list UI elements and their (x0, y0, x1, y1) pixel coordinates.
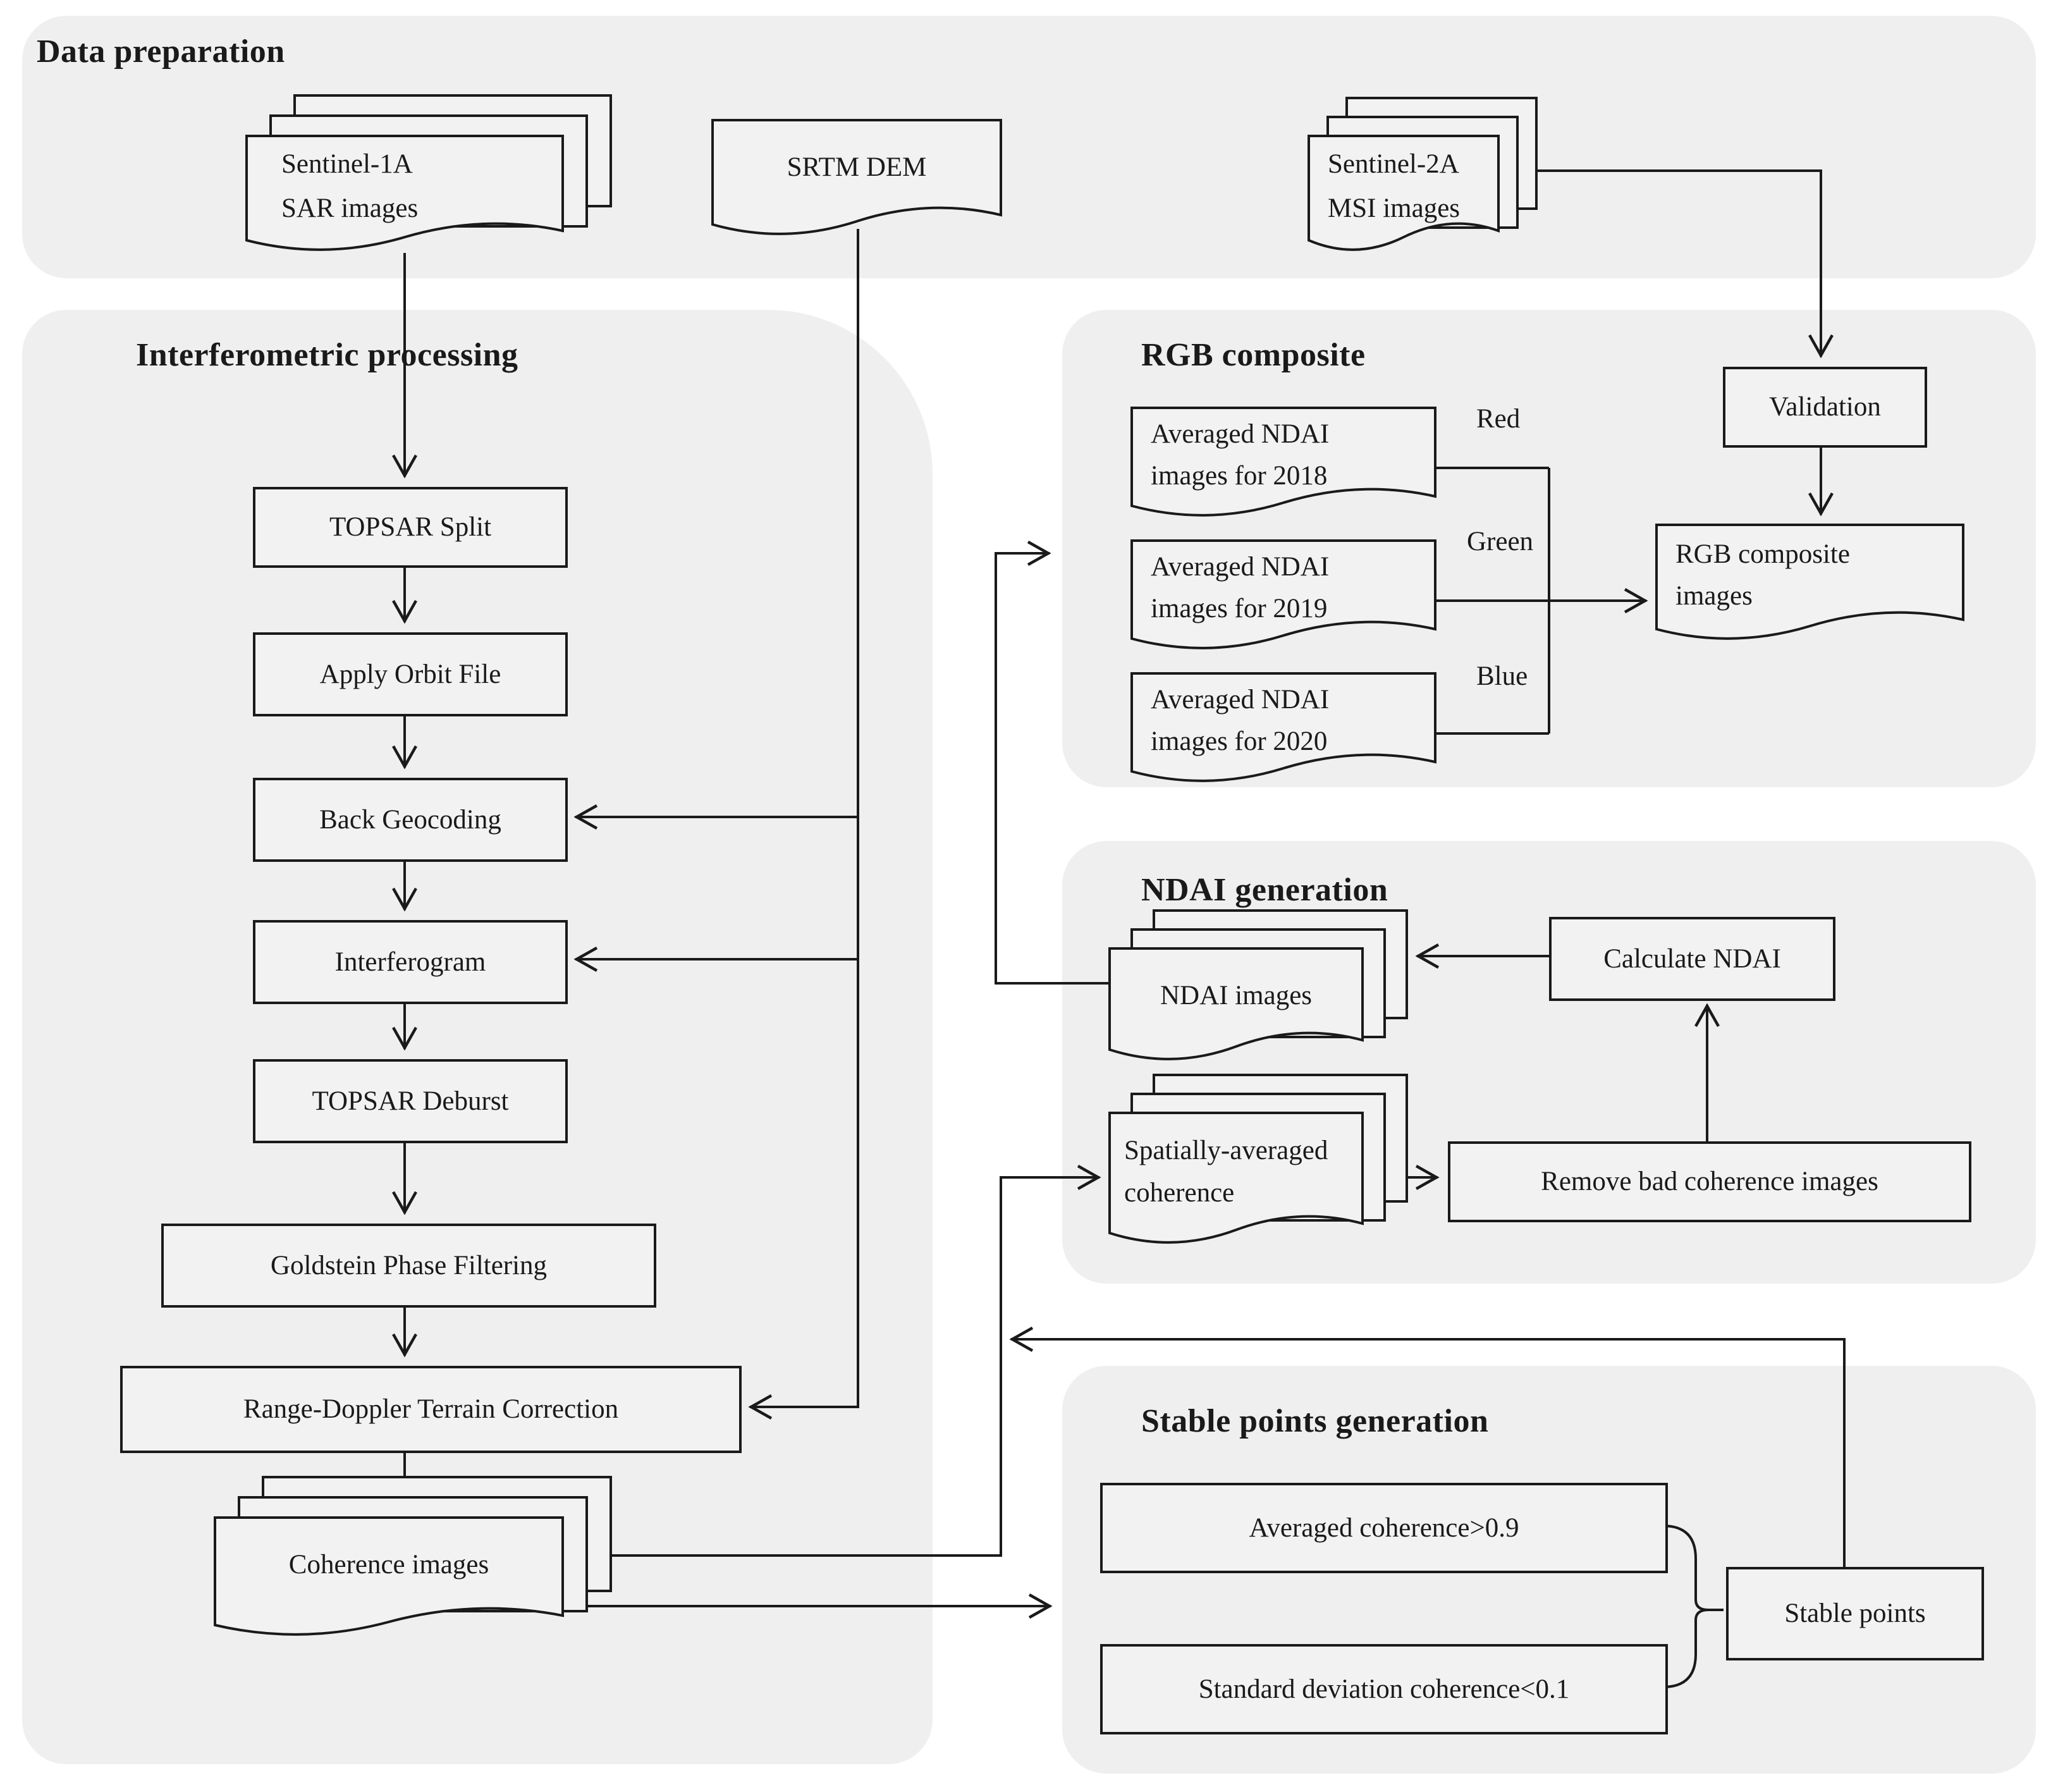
title-ndai-generation: NDAI generation (1141, 872, 1388, 908)
label-channel-red: Red (1476, 404, 1521, 434)
label-spatially-averaged-line2: coherence (1124, 1178, 1235, 1208)
title-data-preparation: Data preparation (37, 34, 285, 70)
label-avg-ndai-2018-line1: Averaged NDAI (1151, 419, 1330, 449)
doc-sentinel1a-stack (245, 94, 612, 251)
edge-ndaiimages-rgbsection (995, 541, 1110, 985)
title-stable-points-generation: Stable points generation (1141, 1403, 1489, 1439)
label-avg-ndai-2018-line2: images for 2018 (1151, 461, 1328, 491)
label-avg-ndai-2020-line1: Averaged NDAI (1151, 685, 1330, 715)
node-back-geocoding: Back Geocoding (253, 778, 568, 862)
node-stable-points: Stable points (1726, 1567, 1984, 1660)
doc-ndai-images-stack (1108, 909, 1408, 1060)
node-interferogram: Interferogram (253, 920, 568, 1004)
title-interferometric-processing: Interferometric processing (136, 337, 518, 373)
label-sentinel1a-line2: SAR images (281, 193, 419, 223)
edge-coherence-spatialavg (611, 1165, 1101, 1557)
edge-srtm-trunk-rdtc (748, 229, 859, 1420)
doc-srtm-dem (711, 119, 1002, 235)
label-ndai-images: NDAI images (1160, 981, 1313, 1010)
node-goldstein-phase-filtering: Goldstein Phase Filtering (161, 1224, 656, 1308)
doc-rgb-composite-images (1655, 524, 1964, 640)
label-rgb-composite-images-line1: RGB composite (1675, 539, 1850, 569)
label-channel-green: Green (1467, 527, 1534, 556)
label-coherence-images: Coherence images (288, 1550, 489, 1580)
label-sentinel1a-line1: Sentinel-1A (281, 149, 413, 179)
label-avg-ndai-2020-line2: images for 2020 (1151, 727, 1328, 756)
doc-avg-ndai-2019 (1130, 539, 1436, 649)
doc-avg-ndai-2018 (1130, 407, 1436, 517)
label-channel-blue: Blue (1476, 661, 1528, 691)
doc-spatially-averaged-coherence-stack (1108, 1074, 1408, 1244)
label-rgb-composite-images-line2: images (1675, 581, 1753, 611)
title-rgb-composite: RGB composite (1141, 337, 1366, 373)
node-remove-bad-coherence-images: Remove bad coherence images (1448, 1141, 1971, 1222)
label-sentinel2a-line1: Sentinel-2A (1328, 149, 1459, 179)
edge-brace-bottom (1662, 1609, 1709, 1688)
doc-sentinel2a-stack (1308, 97, 1538, 251)
edge-sentinel2a-validation (1536, 169, 1834, 359)
node-std-dev-coherence-criterion: Standard deviation coherence<0.1 (1100, 1644, 1668, 1734)
node-range-doppler-terrain-correction: Range-Doppler Terrain Correction (120, 1366, 742, 1453)
label-spatially-averaged-line1: Spatially-averaged (1124, 1136, 1328, 1165)
edge-stablepoints-feedback (1009, 1327, 1846, 1567)
node-calculate-ndai: Calculate NDAI (1549, 917, 1835, 1001)
label-sentinel2a-line2: MSI images (1328, 193, 1461, 223)
edge-brace-top (1662, 1525, 1724, 1611)
doc-coherence-images-stack (214, 1476, 612, 1636)
node-validation: Validation (1723, 367, 1927, 448)
label-avg-ndai-2019-line1: Averaged NDAI (1151, 552, 1330, 582)
label-srtm-dem: SRTM DEM (787, 152, 927, 182)
node-topsar-deburst: TOPSAR Deburst (253, 1059, 568, 1143)
doc-avg-ndai-2020 (1130, 672, 1436, 782)
label-avg-ndai-2019-line2: images for 2019 (1151, 594, 1328, 623)
node-averaged-coherence-criterion: Averaged coherence>0.9 (1100, 1483, 1668, 1573)
node-apply-orbit-file: Apply Orbit File (253, 632, 568, 716)
node-topsar-split: TOPSAR Split (253, 487, 568, 568)
